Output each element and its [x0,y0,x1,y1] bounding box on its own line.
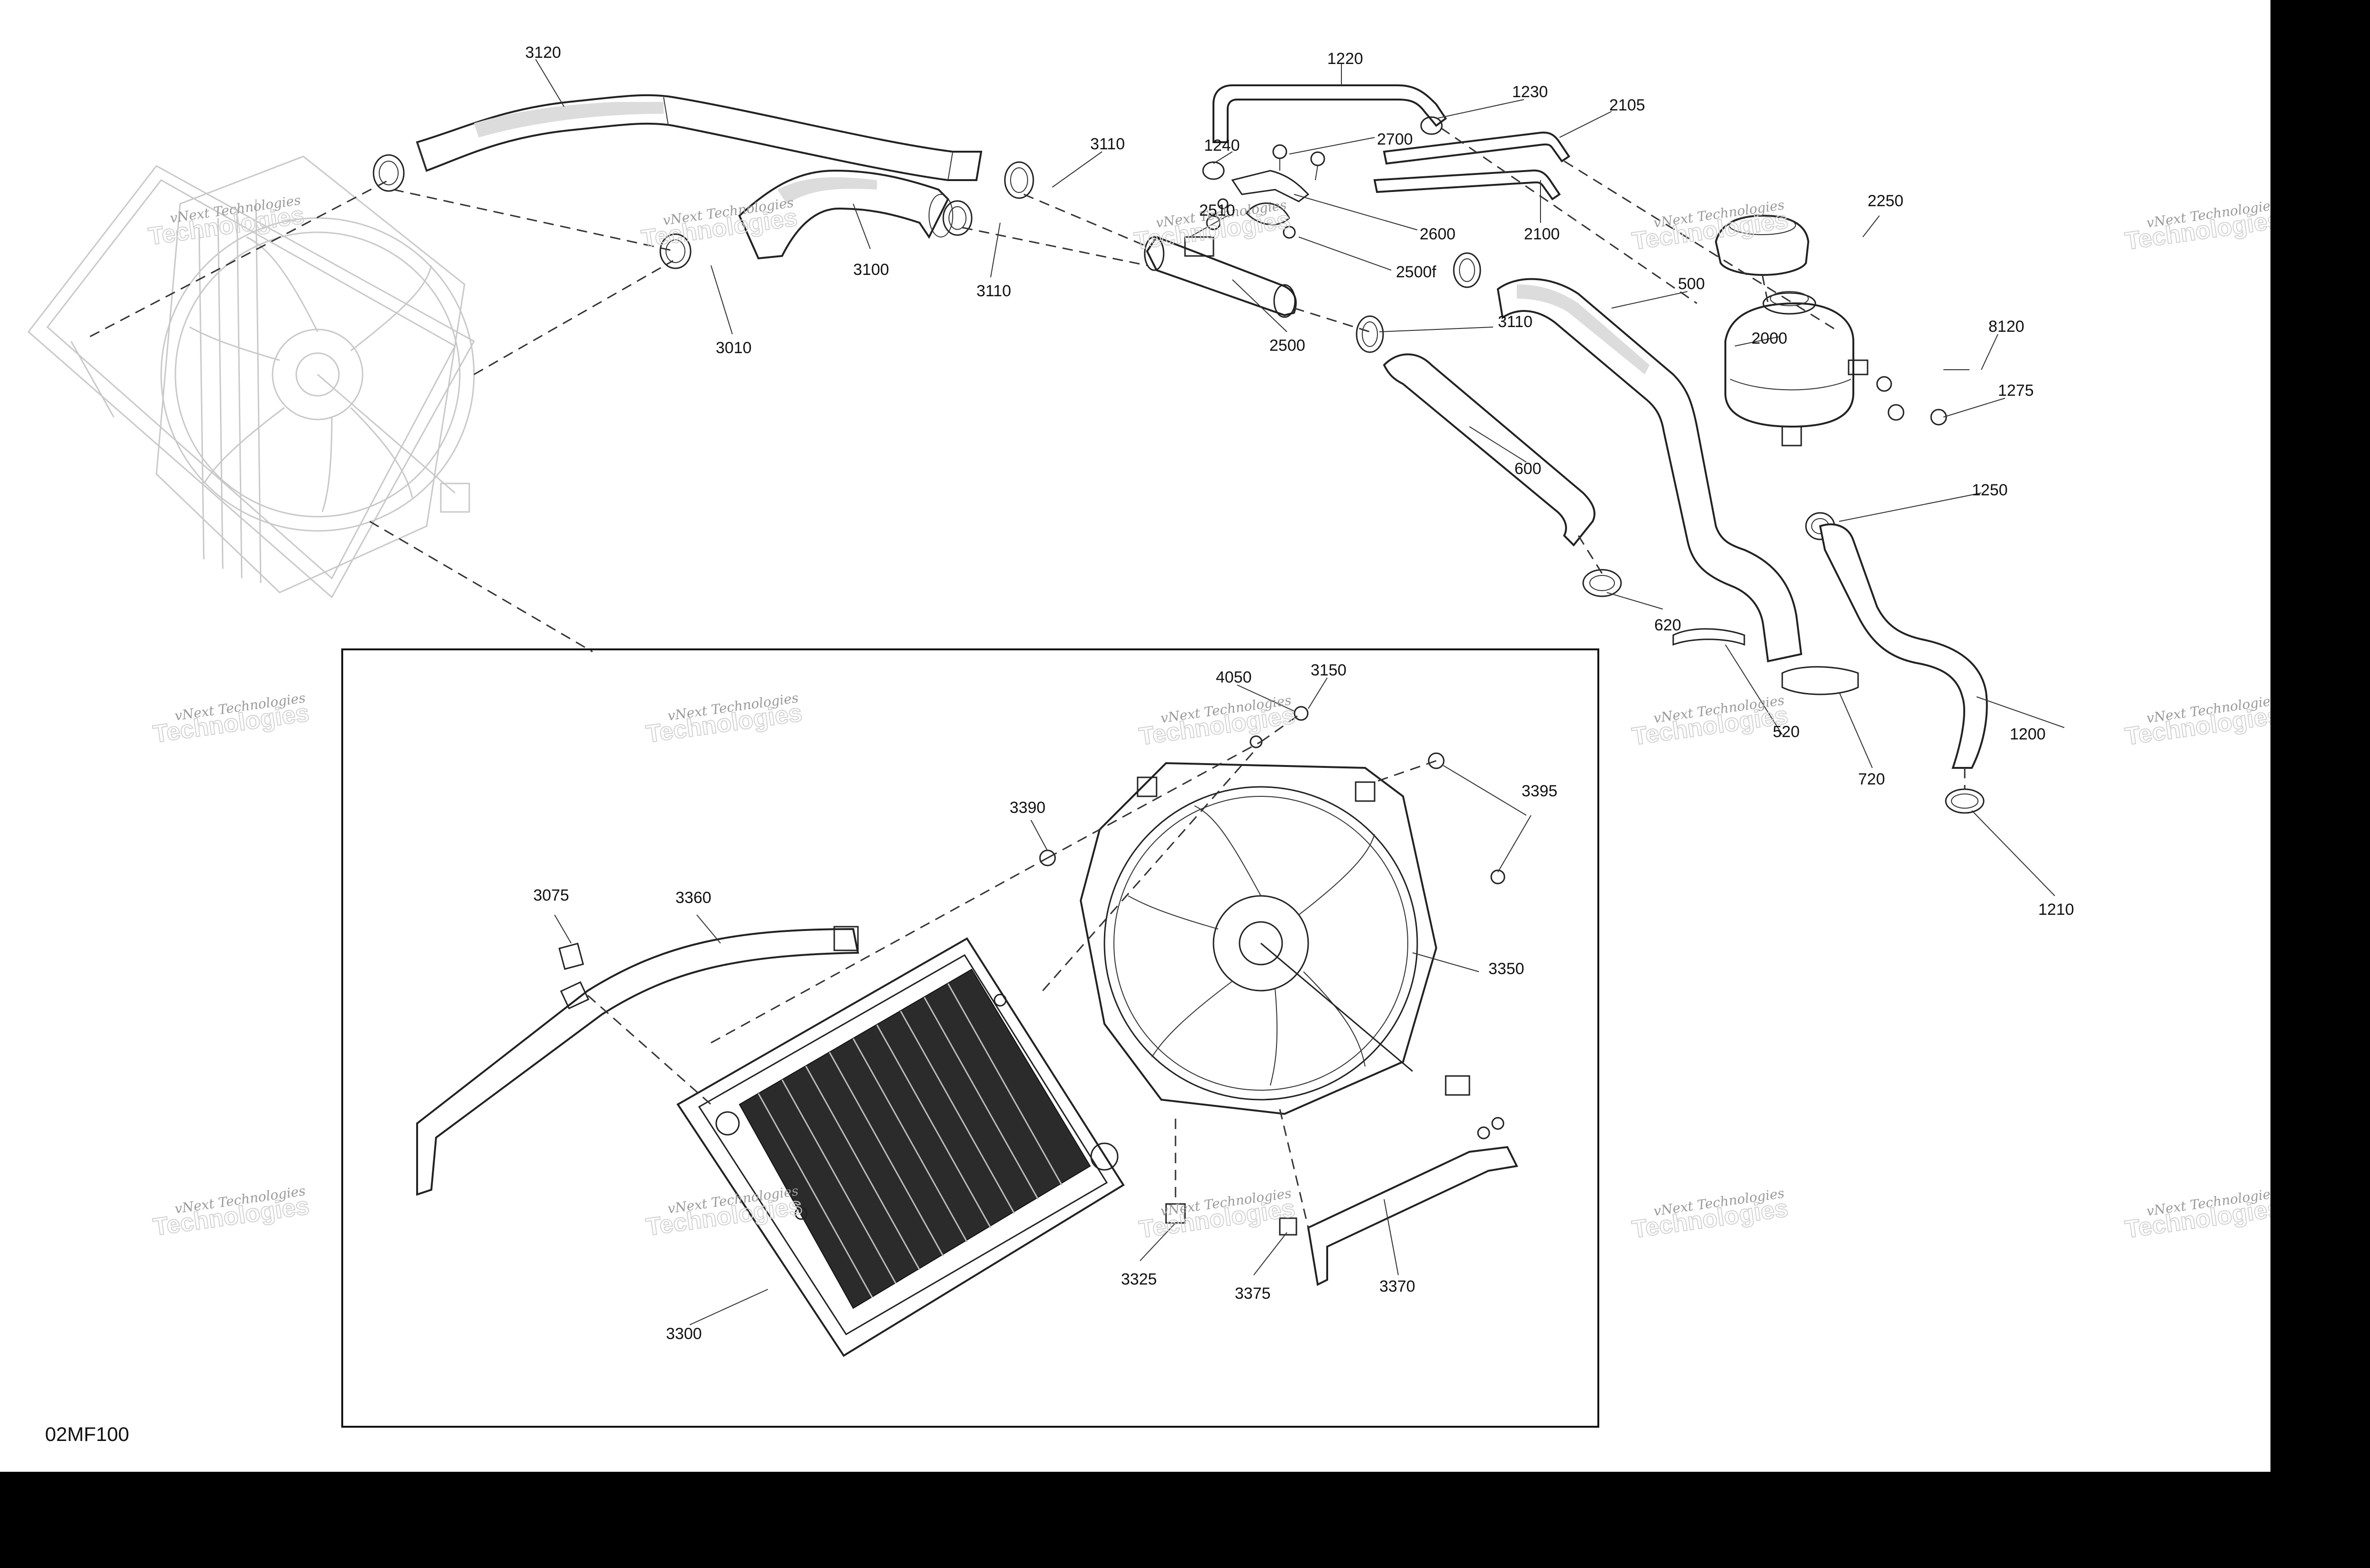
callout-3110: 3110 [1498,313,1532,331]
callout-3350: 3350 [1488,960,1524,978]
hose-1220 [1212,84,1447,143]
assembly-lines-upper [90,127,1966,789]
callout-3325: 3325 [1121,1270,1157,1288]
hose-3120 [416,94,983,181]
callout-2600: 2600 [1420,225,1456,243]
callout-3370: 3370 [1379,1277,1415,1295]
callout-2000: 2000 [1751,329,1787,347]
bracket-3360 [416,926,859,1196]
callout-3010: 3010 [716,339,752,357]
callout-4050: 4050 [1216,668,1252,686]
callout-600: 600 [1514,460,1541,478]
callout-2105: 2105 [1609,96,1645,114]
callout-1210: 1210 [2038,901,2074,919]
clamp-1240 [1202,161,1225,180]
diagram-code: 02MF100 [45,1423,129,1445]
callout-8120: 8120 [1988,318,2024,336]
callout-1250: 1250 [1972,481,2008,499]
callout-2100: 2100 [1524,225,1560,243]
callout-3120: 3120 [525,44,561,62]
callout-1240: 1240 [1204,137,1240,155]
radiator-3300 [676,937,1125,1357]
bracket-3370 [1307,1117,1518,1286]
callout-3375: 3375 [1235,1285,1271,1303]
clamp-3110-b [942,200,973,236]
clamp-3110-c [1356,315,1384,353]
clamp-3010-top [373,154,405,192]
callout-1220: 1220 [1327,50,1363,68]
callout-3390: 3390 [1010,799,1046,817]
leader-lines [535,59,2065,1325]
callout-3360: 3360 [675,889,711,907]
callout-520: 520 [1773,723,1800,741]
clamp-3110-a [1004,161,1034,199]
fan-shroud-3350 [1079,762,1470,1115]
hose-3100 [738,169,953,260]
detail-inset-frame [341,648,1599,1428]
callout-2500f: 2500f [1396,263,1437,281]
callout-3110: 3110 [1090,135,1125,153]
callout-3100: 3100 [853,261,889,279]
clamp-3010 [659,233,692,269]
hose-500 [1496,278,1803,663]
clamp-3110-d [1453,252,1481,288]
callout-2500: 2500 [1269,337,1305,355]
thermostat-housing-2500 [1144,198,1297,318]
callout-3300: 3300 [666,1325,702,1343]
part-callouts: 3120 3100 3010 3110 3110 3110 1220 1230 … [525,44,2074,1343]
callout-620: 620 [1654,616,1681,634]
hose-1200 [1819,523,1988,769]
callout-3395: 3395 [1522,782,1558,800]
expansion-tank-2000 [1724,291,1869,447]
bracket-2600 [1231,144,1325,239]
clamp-1230 [1420,116,1443,135]
ghost-radiator-assembly [27,155,475,599]
assembly-lines-inset [587,712,1437,1228]
callout-1275: 1275 [1998,382,2034,400]
hose-600 [1383,353,1595,547]
callout-1230: 1230 [1512,83,1548,101]
callout-2250: 2250 [1868,192,1904,210]
callout-3150: 3150 [1311,661,1347,679]
callout-720: 720 [1858,770,1885,788]
callout-500: 500 [1678,275,1705,293]
callout-2510: 2510 [1199,201,1235,219]
nut-3075 [558,942,584,970]
callout-3075: 3075 [533,886,569,904]
callout-1200: 1200 [2010,725,2046,743]
callout-3110: 3110 [976,282,1011,300]
callout-2700: 2700 [1377,130,1413,148]
